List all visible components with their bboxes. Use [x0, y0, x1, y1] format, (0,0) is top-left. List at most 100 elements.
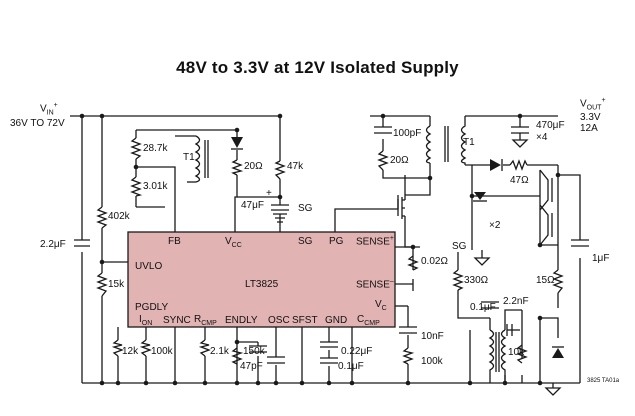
label-r-100k-l: 100k	[151, 346, 173, 357]
figure-id: 3825 TA01a	[587, 378, 620, 384]
label-c-0u1-a: 0.1μF	[470, 302, 496, 313]
resistor-100k-r	[402, 347, 415, 365]
label-r-402k: 402k	[108, 211, 130, 222]
vout-label: VOUT+	[580, 97, 606, 111]
label-r-100k-r: 100k	[421, 356, 443, 367]
pin-sense-plus: SENSE+	[356, 235, 394, 247]
label-r-20-a: 20Ω	[244, 161, 263, 172]
capacitors	[74, 126, 589, 364]
resistor-100k-l	[139, 339, 152, 357]
pin-sense-plus-main: SENSE	[356, 236, 390, 248]
vout-main: V	[580, 98, 587, 110]
capacitor-1u	[571, 239, 589, 247]
pin-pgdly: PGDLY	[135, 302, 169, 313]
pin-fb: FB	[168, 236, 181, 247]
label-c-100p: 100pF	[393, 128, 422, 139]
pin-sense-plus-sup: +	[389, 235, 394, 242]
diode-sync	[473, 192, 487, 202]
pin-vcc-sub: CC	[231, 242, 242, 249]
label-t1-left: T1	[183, 152, 195, 163]
cap-polarity-plus: +	[266, 188, 272, 199]
vin-main: V	[40, 103, 47, 115]
vin-sub: IN	[46, 109, 54, 117]
resistor-150k	[231, 347, 244, 365]
resistors	[96, 137, 564, 365]
label-c-470u: 470μF	[536, 120, 565, 131]
label-r-20-b: 20Ω	[390, 155, 409, 166]
resistor-330	[452, 269, 464, 291]
pin-rcmp: RCMP	[194, 314, 217, 327]
pin-pg: PG	[329, 236, 344, 247]
label-r-15k: 15k	[108, 279, 125, 290]
transformer-t1-left	[194, 135, 209, 183]
grounds	[273, 133, 562, 396]
vin-range: 36V TO 72V	[10, 118, 65, 129]
vout-sup: +	[601, 97, 606, 104]
resistor-28k7	[130, 137, 142, 160]
zener-bottom	[552, 346, 564, 358]
vout-voltage: 3.3V	[580, 112, 601, 123]
net-x2: ×2	[489, 220, 501, 231]
resistor-20-b	[377, 150, 389, 171]
capacitor-0u1-a	[481, 301, 499, 309]
pin-sense-minus-sup: –	[389, 278, 394, 285]
label-c-47p: 47pF	[240, 361, 263, 372]
pin-ccmp: CCMP	[357, 314, 380, 327]
capacitor-0u22	[320, 341, 338, 348]
label-r-47: 47Ω	[510, 175, 529, 186]
junctions	[79, 113, 561, 386]
label-c-10n: 10nF	[421, 331, 444, 342]
label-r-28k7: 28.7k	[143, 143, 168, 154]
pin-sense-minus: SENSE–	[356, 278, 394, 290]
pin-osc: OSC	[268, 315, 290, 326]
label-t1-right: T1	[463, 137, 475, 148]
label-r-15: 15Ω	[536, 275, 555, 286]
pin-endly: ENDLY	[225, 315, 258, 326]
label-c-1u: 1μF	[592, 253, 610, 264]
capacitor-10n	[399, 326, 417, 334]
pulse-transformer	[488, 329, 507, 383]
label-c-2u2: 2.2μF	[40, 239, 66, 250]
resistor-20-a	[231, 159, 244, 176]
mosfet-primary	[397, 195, 406, 222]
capacitor-47p	[249, 345, 267, 353]
pin-rcmp-sub: CMP	[201, 320, 217, 327]
pin-vcc-main: V	[225, 236, 232, 247]
capacitor-100p	[374, 126, 392, 134]
ic-lt3825	[127, 231, 396, 328]
label-c-47u: 47μF	[241, 200, 264, 211]
ic-part-label: LT3825	[245, 279, 279, 290]
pin-uvlo: UVLO	[135, 261, 163, 272]
capacitor-2n2	[506, 324, 513, 336]
diode-output	[490, 159, 503, 171]
resistor-10k	[516, 344, 528, 364]
pin-sync: SYNC	[163, 315, 191, 326]
label-c-0u22: 0.22μF	[341, 346, 373, 357]
pin-rcmp-main: R	[194, 314, 202, 325]
vin-sup: +	[53, 102, 58, 109]
page-title: 48V to 3.3V at 12V Isolated Supply	[176, 58, 459, 77]
capacitor-0u1-b	[320, 357, 338, 364]
pin-vc: VC	[375, 299, 387, 312]
mosfet-sync-1	[539, 169, 553, 211]
capacitor-2u2	[74, 239, 90, 247]
vin-label: VIN+	[40, 102, 58, 116]
resistor-3k01	[130, 176, 143, 197]
pin-vcc: VCC	[225, 236, 242, 249]
label-r-3k01: 3.01k	[143, 181, 168, 192]
capacitor-bottom-osc	[267, 356, 285, 364]
label-r-0m02: 0.02Ω	[421, 256, 448, 267]
capacitor-470u	[511, 126, 529, 134]
resistor-12k	[111, 339, 124, 357]
vout-current: 12A	[580, 123, 598, 134]
label-r-330: 330Ω	[464, 275, 489, 286]
capacitor-47u	[271, 204, 289, 211]
net-x4: ×4	[536, 132, 548, 143]
pin-sfst: SFST	[292, 315, 318, 326]
resistor-2k1	[198, 339, 211, 357]
pin-vc-main: V	[375, 299, 382, 310]
pin-sense-minus-main: SENSE	[356, 279, 390, 291]
net-sg-top: SG	[298, 203, 313, 214]
resistor-15k	[96, 272, 108, 297]
